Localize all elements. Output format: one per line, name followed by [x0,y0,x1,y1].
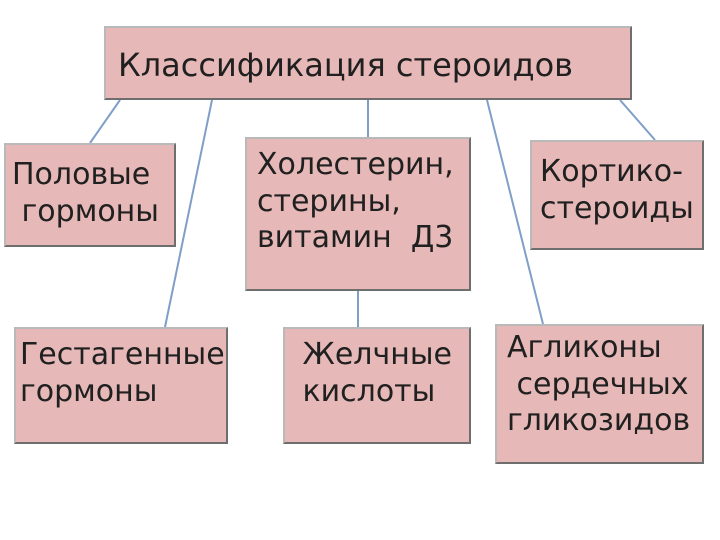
connector-root-agly [486,99,544,325]
connector-root-gest [164,99,213,328]
connector-root-cort [619,99,656,141]
node-bile-acids: Желчные кислоты [283,327,471,444]
root-node-steroid-classification: Классификация стероидов [104,26,632,100]
node-cardiac-glycoside-aglycones: Агликоны сердечных гликозидов [495,324,704,464]
node-cholesterol-sterols-d3: Холестерин, стерины, витамин Д3 [245,137,471,291]
node-gestagen-hormones: Гестагенные гормоны [14,327,228,444]
connector-root-sex [89,99,121,144]
node-corticosteroids: Кортико- стероиды [530,140,704,250]
node-sex-hormones: Половые гормоны [4,143,176,247]
